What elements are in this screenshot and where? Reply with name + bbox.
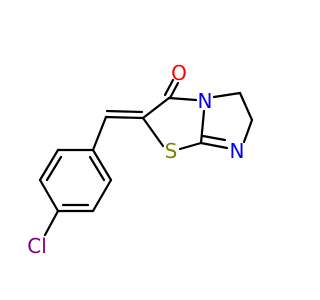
chlorine-atom-label: Cl	[27, 234, 47, 258]
carbonyl-c-o-bond-1	[163, 78, 175, 97]
ring-ortho-a-meta-a	[38, 148, 60, 182]
exocyclic-c-s-bond	[141, 116, 165, 148]
vinyl-ipso-bond	[91, 115, 108, 152]
nitrogen-imine-atom-label: N	[230, 139, 245, 163]
ch2-ch2-bond	[238, 91, 254, 122]
ring-meta-b-ortho-b	[91, 178, 113, 213]
bridgehead-c-n-imine-bond-2	[201, 134, 227, 142]
ring-ortho-b-ipso	[91, 148, 113, 182]
exocyclic-double-bond-1	[104, 115, 145, 120]
ch2-n-imine-bond	[242, 118, 254, 144]
bridgehead-c-n-junction-bond	[199, 109, 206, 145]
oxygen-atom-label: O	[171, 61, 187, 85]
structure-drawing: O N S N Cl	[27, 61, 254, 258]
ring-inner-double-3	[88, 155, 106, 182]
carbonyl-c-n-bond	[167, 96, 198, 102]
para-c-cl-bond	[43, 209, 60, 237]
atom-label-group: O N S N Cl	[27, 61, 244, 258]
ring-meta-a-para	[38, 178, 60, 213]
ring-inner-double-1	[45, 155, 63, 182]
n-junction-ch2-bond	[212, 91, 242, 99]
carbonyl-c-o-bond-2	[168, 81, 180, 100]
sulfur-atom-label: S	[165, 139, 178, 163]
s-bridgehead-c-bond	[178, 141, 203, 151]
bridgehead-c-n-imine-bond-1	[199, 141, 229, 150]
nitrogen-ring-junction-atom-label: N	[198, 89, 213, 113]
carbonyl-c-exocyclic-c-bond	[141, 96, 171, 120]
molecule-diagram: O N S N Cl	[27, 61, 254, 258]
bond-group	[38, 78, 254, 237]
exocyclic-double-bond-2	[105, 109, 144, 114]
